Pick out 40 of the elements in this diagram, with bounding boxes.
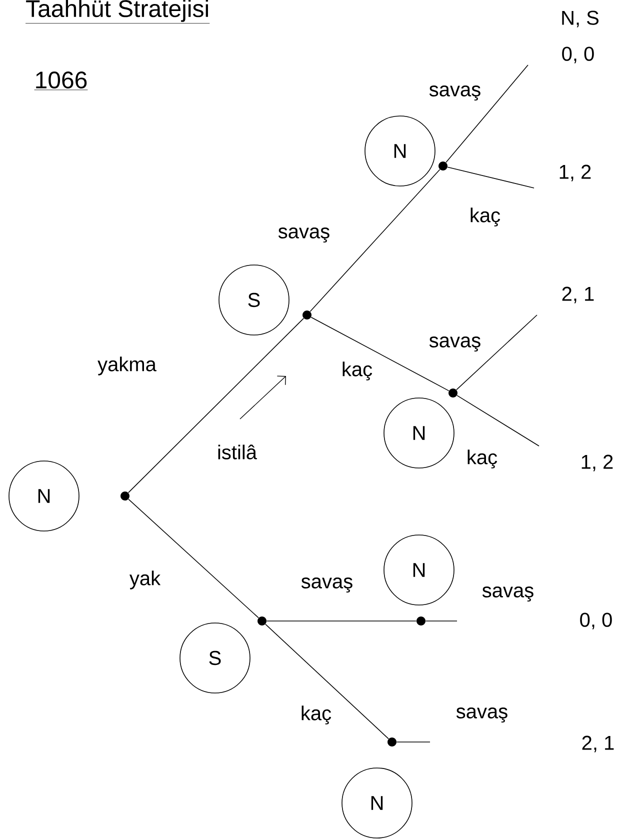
edge-label: kaç — [465, 448, 499, 470]
edge-label: yakma — [96, 356, 158, 376]
decision-dot — [416, 616, 426, 626]
edge-label: savaş — [454, 706, 510, 724]
edge-label: kaç — [299, 704, 333, 726]
edge-label: savaş — [300, 576, 354, 594]
payoff-label: 2, 1 — [582, 736, 614, 752]
branch-line — [447, 166, 534, 188]
payoff-label: N, S — [562, 10, 598, 28]
branch-line — [456, 314, 538, 390]
move-label: istilâ — [218, 444, 257, 460]
branch-line — [265, 624, 389, 740]
branch-line — [446, 64, 528, 163]
edge-label: savaş — [428, 84, 482, 102]
decision-dot — [388, 738, 396, 746]
edge-label: kaç — [468, 206, 502, 228]
edge-label: yak — [128, 570, 162, 590]
payoff-label: 2, 1 — [562, 286, 594, 304]
decision-dot — [120, 492, 130, 500]
payoff-label: 1, 2 — [582, 454, 613, 472]
payoff-label: 1, 2 — [560, 164, 591, 182]
decision-dot — [302, 310, 312, 320]
decision-dot — [448, 388, 458, 398]
branch-line — [128, 318, 304, 494]
branch-line — [456, 395, 540, 446]
edge-label: kaç — [340, 360, 374, 382]
payoff-label: 0, 0 — [562, 46, 594, 64]
decision-dot — [438, 162, 448, 170]
edge-label: savaş — [276, 226, 332, 244]
title: Taahhüt Stratejisi — [25, 0, 210, 24]
branch-line — [310, 316, 450, 392]
decision-dot — [258, 616, 266, 626]
payoff-label: 0, 0 — [580, 612, 612, 630]
edge-label: savaş — [428, 336, 482, 352]
branch-line — [425, 620, 458, 622]
year-label: 1066 — [34, 72, 88, 90]
branch-line — [128, 498, 259, 618]
branch-line — [266, 620, 417, 622]
branch-line — [310, 169, 440, 312]
edge-label: savaş — [480, 586, 536, 602]
